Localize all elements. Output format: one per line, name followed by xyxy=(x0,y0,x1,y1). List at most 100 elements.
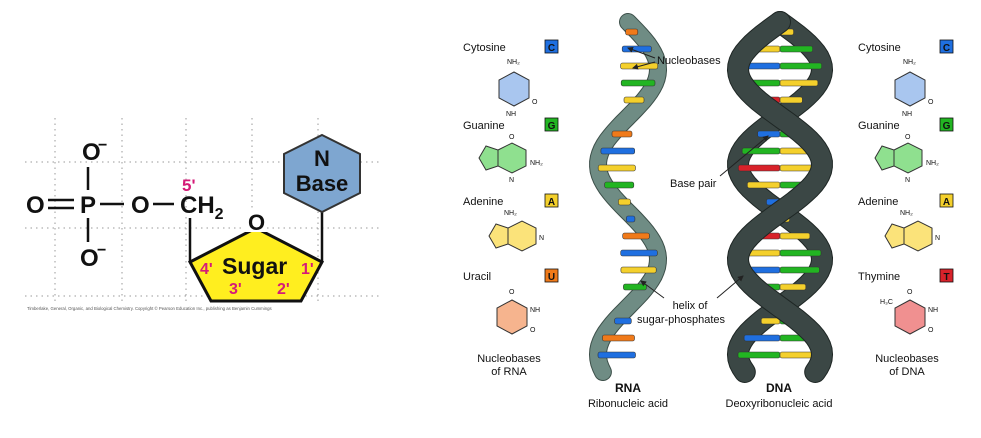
rna-legend-guanine: Guanine xyxy=(463,120,505,132)
dna-base xyxy=(760,317,781,325)
dna-base xyxy=(779,283,807,291)
rna-uracil-structure: O NH O xyxy=(496,289,540,335)
phosphate-group xyxy=(48,167,174,242)
nucleobases-callout: Nucleobases xyxy=(627,46,721,70)
rna-base xyxy=(620,266,657,274)
dna-cytosine-o: O xyxy=(928,99,934,106)
dna-guanine-nh2: NH₂ xyxy=(926,160,939,167)
dna-legend-guanine: Guanine xyxy=(858,120,900,132)
rna-uracil-o-top: O xyxy=(509,289,515,296)
rna-base xyxy=(600,147,636,155)
rna-base xyxy=(623,283,647,291)
base-hexagon xyxy=(283,133,361,214)
rna-legend-adenine-swatch xyxy=(544,193,559,208)
sugar-ring xyxy=(187,226,325,303)
dna-nucleobases-caption-line1: Nucleobases xyxy=(875,353,939,365)
dna-guanine-n: N xyxy=(905,177,910,184)
dna-thymine-h3c: H₃C xyxy=(880,299,893,306)
rna-base xyxy=(623,96,645,104)
dna-base xyxy=(779,266,820,274)
rna-legend-adenine: Adenine xyxy=(463,196,503,208)
dna-base xyxy=(737,351,781,359)
dna-adenine-n: N xyxy=(935,235,940,242)
dna-legend-cytosine-swatch xyxy=(939,39,954,54)
helix-callout: helix of sugar-phosphates xyxy=(637,275,744,326)
carbon-1-label: 1' xyxy=(301,261,314,278)
dna-thymine-o-top: O xyxy=(907,289,913,296)
rna-nucleobases-caption-line1: Nucleobases xyxy=(477,353,541,365)
rna-guanine-n: N xyxy=(509,177,514,184)
rna-base xyxy=(597,164,636,172)
dna-thymine-nh: NH xyxy=(928,307,938,314)
ring-oxygen-backdrop xyxy=(245,208,267,232)
rna-uracil-o-bottom: O xyxy=(530,327,536,334)
helix-callout-line1: helix of xyxy=(673,300,709,312)
dna-cytosine-nh2: NH₂ xyxy=(903,59,916,66)
base-n-label: N xyxy=(314,146,330,171)
phosphate-oxygen-bottom: O xyxy=(80,245,99,272)
dna-legend-adenine-swatch xyxy=(939,193,954,208)
rna-legend-uracil-swatch xyxy=(544,268,559,283)
ring-oxygen: O xyxy=(248,210,265,235)
rna-backbone-back xyxy=(588,13,668,381)
phosphorus-atom: P xyxy=(80,192,96,219)
dna-cytosine-structure: NH₂ O NH xyxy=(894,59,934,118)
rna-cytosine-nh2: NH₂ xyxy=(507,59,520,66)
dna-helix xyxy=(726,11,834,383)
rna-adenine-nh2: NH₂ xyxy=(504,210,517,217)
dna-title: DNA xyxy=(766,381,792,395)
dna-subtitle: Deoxyribonucleic acid xyxy=(726,398,833,410)
helix-callout-line2: sugar-phosphates xyxy=(637,314,726,326)
nucleobases-callout-label: Nucleobases xyxy=(657,55,721,67)
dna-legend-cytosine: Cytosine xyxy=(858,42,901,54)
dna-legend-thymine-letter: T xyxy=(943,272,949,283)
carbon-4-label: 4' xyxy=(200,261,213,278)
rna-legend-cytosine: Cytosine xyxy=(463,42,506,54)
dna-base xyxy=(779,232,811,240)
dna-cytosine-nh: NH xyxy=(902,111,912,118)
rna-base xyxy=(620,249,658,257)
dna-base xyxy=(737,164,781,172)
rna-legend-cytosine-swatch xyxy=(544,39,559,54)
dna-base xyxy=(779,79,819,87)
rna-guanine-o: O xyxy=(509,134,515,141)
rna-base xyxy=(614,317,632,325)
dna-base xyxy=(779,96,803,104)
rna-base-legend: Cytosine C Guanine G Adenine A Uracil U … xyxy=(463,39,559,378)
rna-legend-cytosine-letter: C xyxy=(548,43,555,54)
rna-base xyxy=(604,181,635,189)
dna-adenine-nh2: NH₂ xyxy=(900,210,913,217)
rna-guanine-nh2: NH₂ xyxy=(530,160,543,167)
rna-base xyxy=(611,130,633,138)
dna-base-legend: Cytosine C Guanine G Adenine A Thymine T… xyxy=(858,39,954,378)
rna-legend-guanine-letter: G xyxy=(548,121,556,132)
rna-strand-a xyxy=(589,14,667,380)
dna-base xyxy=(757,130,781,138)
dna-base xyxy=(743,334,781,342)
rna-adenine-n: N xyxy=(539,235,544,242)
base-pair-callout: Base pair xyxy=(670,135,769,190)
dna-adenine-structure: NH₂ N xyxy=(884,210,940,252)
dna-base xyxy=(779,62,823,70)
rna-legend-guanine-swatch xyxy=(544,117,559,132)
rna-base xyxy=(622,232,650,240)
dna-legend-guanine-swatch xyxy=(939,117,954,132)
rna-subtitle: Ribonucleic acid xyxy=(588,398,668,410)
phosphate-oxygen-bottom-charge: − xyxy=(97,242,106,259)
rna-base xyxy=(597,351,636,359)
phosphate-oxygen-top-charge: − xyxy=(98,137,107,154)
base-pair-callout-label: Base pair xyxy=(670,178,717,190)
carbon-2-label: 2' xyxy=(277,281,290,298)
rna-cytosine-o: O xyxy=(532,99,538,106)
carbon-3-label: 3' xyxy=(229,281,242,298)
rna-legend-adenine-letter: A xyxy=(548,197,555,208)
dna-guanine-structure: O NH₂ N xyxy=(874,134,939,184)
rna-cytosine-structure: NH₂ O NH xyxy=(498,59,538,118)
rna-uracil-nh: NH xyxy=(530,307,540,314)
ch2-group: CH2 xyxy=(180,192,224,223)
rna-title: RNA xyxy=(615,381,641,395)
sugar-label: Sugar xyxy=(222,253,287,279)
phosphate-oxygen-top: O xyxy=(82,139,101,166)
dna-thymine-o-bottom: O xyxy=(928,327,934,334)
